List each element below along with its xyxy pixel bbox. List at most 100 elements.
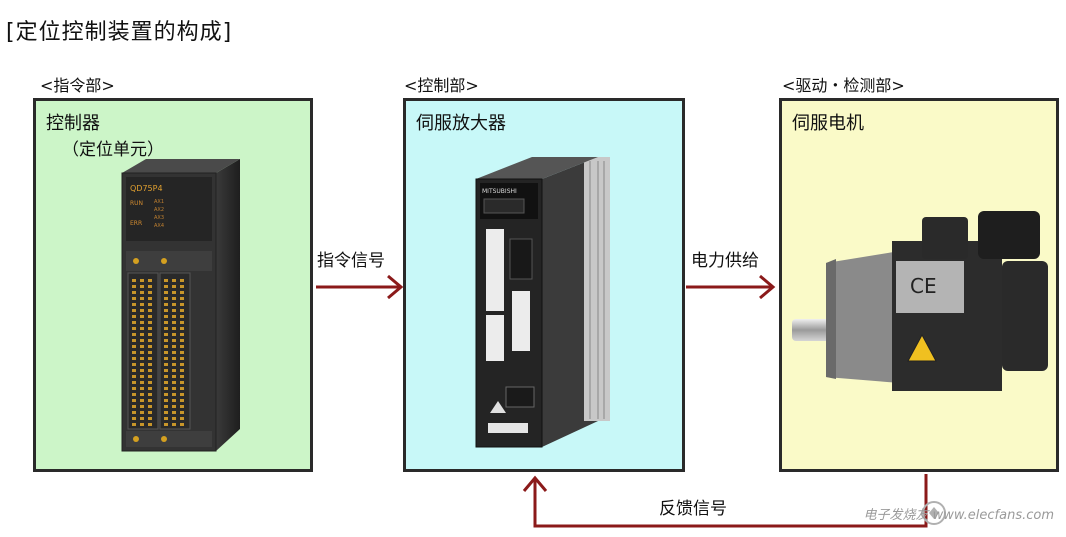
connector-pin: [172, 411, 176, 414]
connector-pin: [180, 315, 184, 318]
connector-pin: [132, 309, 136, 312]
diagram-title: [定位控制装置的构成]: [6, 20, 233, 45]
connector-pin: [140, 411, 144, 414]
connector-pin: [164, 387, 168, 390]
connector-pin: [140, 387, 144, 390]
connector-pin: [172, 351, 176, 354]
connector-pin: [132, 387, 136, 390]
connector-pin: [180, 411, 184, 414]
connector-pin: [140, 333, 144, 336]
connector-pin: [172, 339, 176, 342]
power-supply-label: 电力供给: [691, 251, 759, 271]
connector-pin: [140, 279, 144, 282]
module-err-label: ERR: [130, 220, 142, 227]
connector-pin: [180, 375, 184, 378]
module-run-label: RUN: [130, 200, 143, 207]
connector-pin: [172, 291, 176, 294]
module-ax4-label: AX4: [154, 223, 164, 229]
connector-pin: [172, 321, 176, 324]
connector-pin: [132, 303, 136, 306]
connector-pin: [180, 339, 184, 342]
connector-pin: [164, 333, 168, 336]
connector-pin: [140, 381, 144, 384]
connector-pin: [132, 339, 136, 342]
connector-pin: [172, 303, 176, 306]
controller-title: 控制器: [46, 113, 100, 134]
connector-pin: [140, 285, 144, 288]
connector-pin: [164, 417, 168, 420]
feedback-arrow: [522, 474, 928, 528]
connector-pin: [180, 285, 184, 288]
connector-pin: [180, 309, 184, 312]
connector-pin: [180, 369, 184, 372]
connector-pin: [172, 375, 176, 378]
connector-pin: [148, 315, 152, 318]
connector-pin: [172, 381, 176, 384]
connector-pin: [180, 333, 184, 336]
connector-pin: [148, 303, 152, 306]
connector-pin: [148, 363, 152, 366]
connector-pin: [140, 327, 144, 330]
connector-pin: [140, 417, 144, 420]
connector-pin: [180, 345, 184, 348]
connector-pin: [132, 321, 136, 324]
ce-mark: CE: [910, 274, 937, 298]
connector-pin: [148, 279, 152, 282]
connector-pin: [172, 309, 176, 312]
connector-pin: [148, 321, 152, 324]
connector-pin: [164, 357, 168, 360]
connector-pin: [172, 345, 176, 348]
command-signal-arrow: [316, 274, 404, 300]
connector-pin: [180, 291, 184, 294]
connector-pin: [132, 381, 136, 384]
connector-pin: [172, 405, 176, 408]
connector-pin: [180, 405, 184, 408]
connector-pin: [140, 399, 144, 402]
connector-pin: [148, 285, 152, 288]
connector-pin: [148, 309, 152, 312]
connector-pin: [148, 411, 152, 414]
connector-pin: [148, 291, 152, 294]
connector-pin: [140, 423, 144, 426]
connector-pin: [140, 321, 144, 324]
connector-pin: [164, 315, 168, 318]
module-model-label: QD75P4: [130, 184, 163, 193]
elecfans-logo-icon: [922, 501, 946, 525]
connector-pin: [148, 417, 152, 420]
connector-pin: [140, 291, 144, 294]
connector-pin: [164, 411, 168, 414]
connector-pin: [148, 423, 152, 426]
connector-pin: [180, 321, 184, 324]
connector-pin: [164, 345, 168, 348]
connector-pin: [132, 411, 136, 414]
connector-pin: [148, 375, 152, 378]
connector-pin: [172, 369, 176, 372]
connector-pin: [180, 303, 184, 306]
connector-pin: [164, 303, 168, 306]
connector-pin: [180, 357, 184, 360]
connector-pin: [180, 297, 184, 300]
connector-pin: [172, 315, 176, 318]
connector-pin: [148, 297, 152, 300]
connector-pin: [164, 339, 168, 342]
connector-pin: [132, 315, 136, 318]
connector-pin: [164, 369, 168, 372]
connector-pin: [180, 279, 184, 282]
connector-pin: [180, 423, 184, 426]
connector-pin: [140, 393, 144, 396]
connector-pin: [132, 351, 136, 354]
connector-pin: [164, 381, 168, 384]
connector-pin: [164, 405, 168, 408]
connector-pin: [172, 387, 176, 390]
feedback-signal-label: 反馈信号: [659, 499, 727, 519]
connector-pin: [140, 303, 144, 306]
connector-pin: [148, 399, 152, 402]
connector-pin: [172, 417, 176, 420]
connector-pin: [140, 375, 144, 378]
connector-pin: [172, 423, 176, 426]
connector-pin: [164, 285, 168, 288]
connector-pin: [140, 339, 144, 342]
connector-pin: [132, 357, 136, 360]
amplifier-brand-label: MITSUBISHI: [482, 188, 517, 195]
connector-pin: [164, 351, 168, 354]
